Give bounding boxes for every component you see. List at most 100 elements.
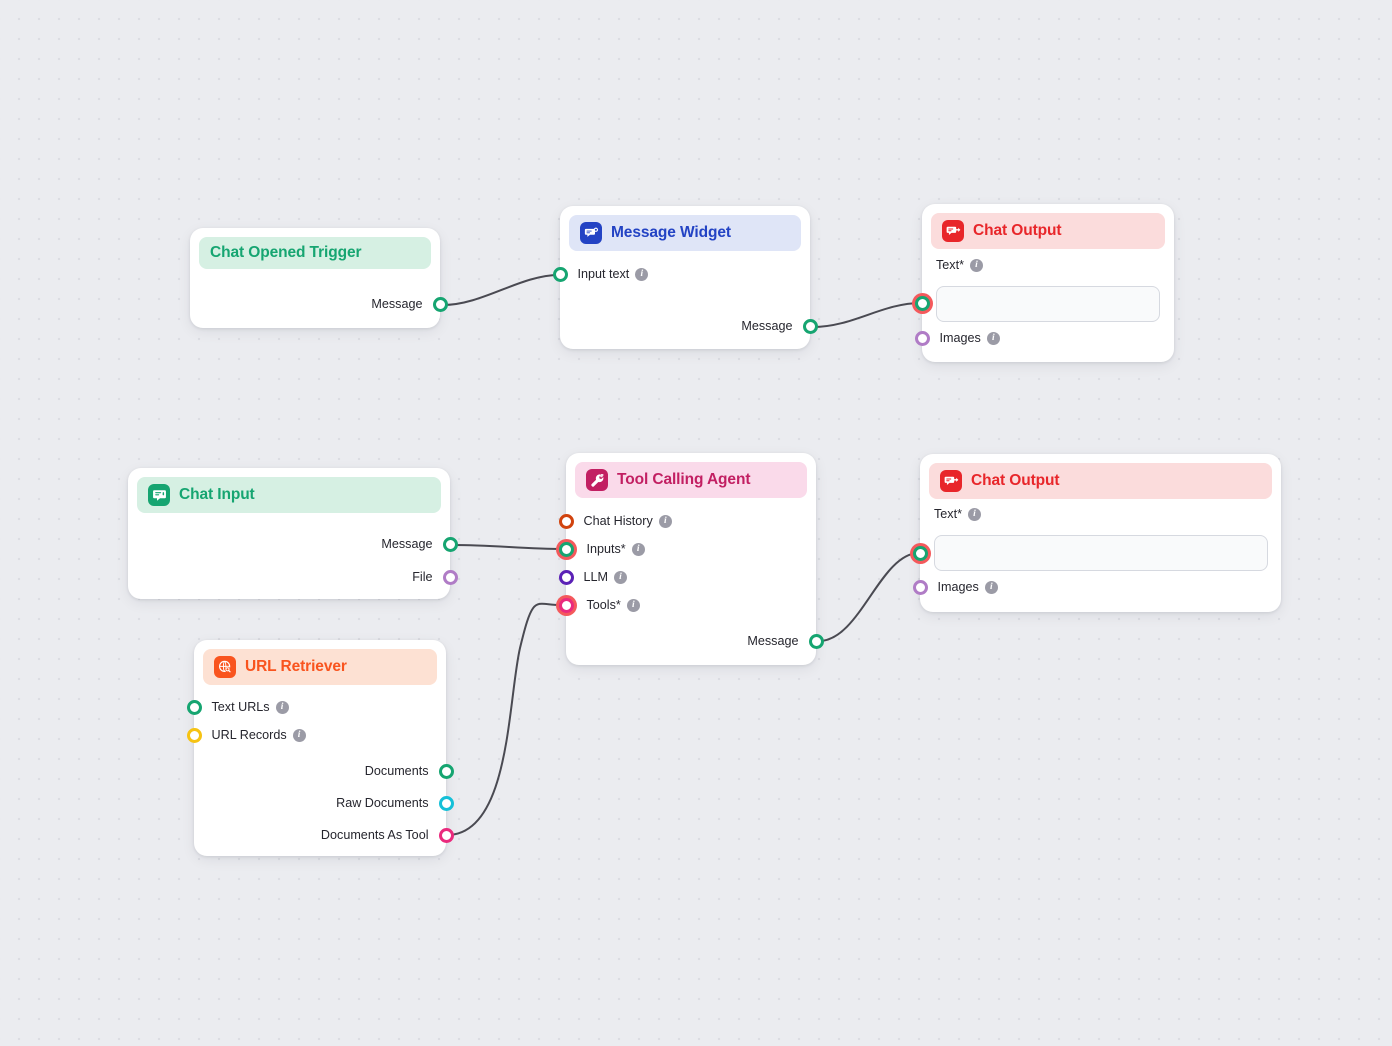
port-inner-ring [914,295,930,311]
info-icon[interactable]: i [970,258,983,272]
field-label-text: Text* i [936,258,983,272]
port-inner-ring [558,541,574,557]
node-header[interactable]: URL Retriever [203,649,437,685]
port-label: Images [939,330,981,345]
port-handle-message[interactable] [442,536,458,552]
port-label: URL Records [211,727,287,742]
chat-output-icon [940,470,962,492]
port-handle-tools[interactable] [555,594,577,616]
edge[interactable] [446,602,564,836]
node-header[interactable]: Chat Input [137,477,441,513]
port-label: Raw Documents [336,795,429,810]
port-label: Tools* [586,597,621,612]
node-header[interactable]: Message Widget [569,215,801,251]
input-port-text[interactable] [909,542,931,564]
output-port-message[interactable]: Message [741,316,818,336]
output-port-raw-documents[interactable]: Raw Documents [336,793,454,813]
input-port-url-records[interactable]: URL Records i [186,725,306,745]
port-handle-text[interactable] [911,292,933,314]
field-label-text: Text* [936,258,964,272]
port-handle-llm[interactable] [558,569,574,585]
input-port-text[interactable] [911,292,933,314]
port-handle-raw-documents[interactable] [438,795,454,811]
port-label: Message [747,633,799,648]
output-port-documents[interactable]: Documents [364,761,454,781]
input-port-inputs[interactable]: Inputs* i [555,538,645,560]
output-port-documents-as-tool[interactable]: Documents As Tool [321,825,454,845]
chat-output-icon [942,220,964,242]
port-label: Documents [364,763,429,778]
edge[interactable] [442,274,560,306]
info-icon[interactable]: i [292,728,306,742]
port-label: Input text [577,266,630,281]
field-label-text: Text* [934,507,962,521]
node-title: Chat Input [179,486,255,503]
node-header[interactable]: Chat Opened Trigger [199,237,431,269]
node-title: Chat Opened Trigger [210,244,362,261]
port-handle-inputs[interactable] [555,538,577,560]
info-icon[interactable]: i [614,570,627,584]
field-label-text: Text* i [934,507,981,521]
node-header[interactable]: Chat Output [931,213,1165,249]
info-icon[interactable]: i [635,267,649,281]
node-title: URL Retriever [245,658,347,675]
info-icon[interactable]: i [275,700,289,714]
input-port-text-urls[interactable]: Text URLs i [186,697,289,717]
edge[interactable] [812,302,922,328]
chat-input-icon [148,484,170,506]
port-handle-images[interactable] [914,330,930,346]
info-icon[interactable]: i [984,580,998,594]
port-handle-file[interactable] [442,569,458,585]
port-handle-message[interactable] [432,296,448,312]
info-icon[interactable]: i [968,507,981,521]
info-icon[interactable]: i [658,514,672,528]
node-title: Chat Output [971,472,1060,489]
info-icon[interactable]: i [986,331,1000,345]
node-header[interactable]: Tool Calling Agent [575,462,807,498]
port-handle-images[interactable] [912,579,928,595]
port-handle-message[interactable] [802,318,818,334]
port-label: Text URLs [211,699,270,714]
info-icon[interactable]: i [631,542,645,556]
input-port-input-text[interactable]: Input text i [552,264,649,284]
port-label: File [412,569,433,584]
output-port-message[interactable]: Message [747,631,824,651]
edge[interactable] [452,544,565,550]
node-title: Chat Output [973,222,1062,239]
port-handle-message[interactable] [808,633,824,649]
port-label: Message [371,296,423,311]
port-label: Inputs* [586,541,626,556]
input-port-chat-history[interactable]: Chat History i [558,511,672,531]
port-label: LLM [583,569,609,584]
output-port-message[interactable]: Message [371,294,448,314]
port-handle-chat-history[interactable] [558,513,574,529]
port-handle-input-text[interactable] [552,266,568,282]
port-handle-documents-as-tool[interactable] [438,827,454,843]
info-icon[interactable]: i [626,598,640,612]
port-inner-ring [912,545,928,561]
port-handle-documents[interactable] [438,763,454,779]
port-label: Message [381,536,433,551]
port-handle-url-records[interactable] [186,727,202,743]
output-port-file[interactable]: File [412,567,458,587]
port-handle-text-urls[interactable] [186,699,202,715]
input-port-tools[interactable]: Tools* i [555,594,640,616]
node-header[interactable]: Chat Output [929,463,1272,499]
field-input-text[interactable] [934,535,1268,571]
input-port-llm[interactable]: LLM i [558,567,627,587]
edge[interactable] [818,552,920,642]
port-label: Chat History [583,513,653,528]
port-handle-text[interactable] [909,542,931,564]
field-input-text[interactable] [936,286,1160,322]
output-port-message[interactable]: Message [381,534,458,554]
